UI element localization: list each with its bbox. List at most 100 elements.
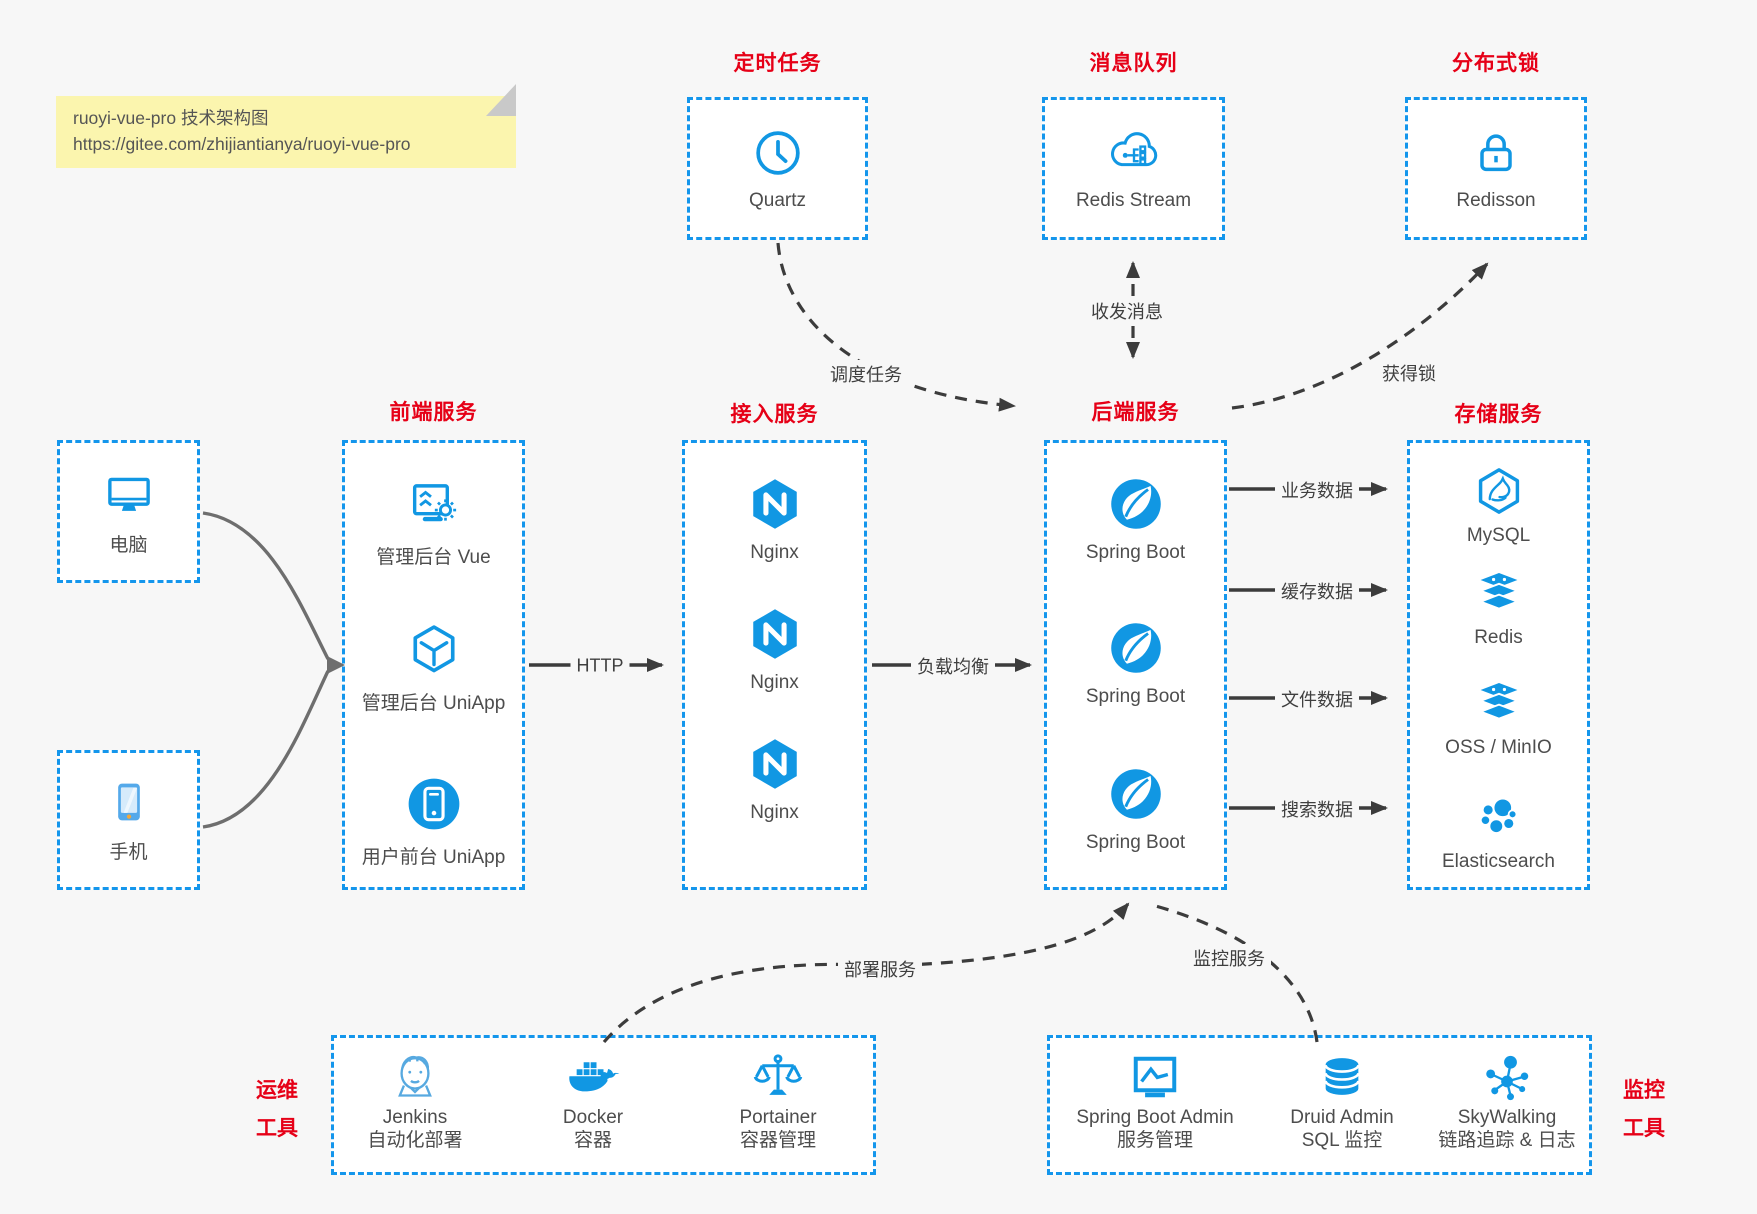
jenkins-icon (398, 1055, 432, 1097)
gateway-node-1: Nginx (685, 475, 864, 564)
edge-label-http: HTTP (570, 654, 630, 678)
frontend-box: 管理后台 Vue 管理后台 UniApp 用户前台 UniApp (342, 440, 525, 890)
edge-label-monitor-service: 监控服务 (1187, 944, 1271, 972)
title-scheduled-job: 定时任务 (733, 52, 822, 75)
edge-label-deploy-service: 部署服务 (838, 955, 922, 983)
edge-label-search-data: 搜索数据 (1275, 795, 1359, 823)
edge-label-acquire-lock: 获得锁 (1376, 359, 1442, 387)
ops-tools-box: Jenkins 自动化部署 Docker 容器 (331, 1035, 876, 1175)
mobile-label: 手机 (109, 842, 148, 863)
portainer-sub-label: 容器管理 (739, 1130, 816, 1151)
note-title: ruoyi-vue-pro 技术架构图 (73, 108, 269, 128)
note-url: https://gitee.com/zhijiantianya/ruoyi-vu… (73, 134, 411, 154)
tool-node-skywalking: SkyWalking 链路追踪 & 日志 (1402, 1050, 1612, 1152)
monitor-title-line1: 监控 (1623, 1079, 1665, 1102)
user-app-icon (408, 778, 459, 830)
tool-node-druid: Druid Admin SQL 监控 (1237, 1050, 1447, 1152)
gateway-node-3: Nginx (685, 735, 864, 824)
spring-admin-icon (1133, 1056, 1177, 1098)
spring-boot-admin-label: Spring Boot Admin (1076, 1107, 1234, 1128)
docker-icon (569, 1062, 620, 1092)
edge-label-message: 收发消息 (1085, 297, 1169, 325)
title-frontend: 前端服务 (389, 401, 478, 424)
monitor-service-arrow (1151, 903, 1319, 1043)
admin-vue-label: 管理后台 Vue (376, 547, 491, 568)
docker-sub-label: 容器 (573, 1130, 612, 1151)
frontend-node-admin-vue: 管理后台 Vue (345, 475, 522, 569)
tool-node-jenkins: Jenkins 自动化部署 (310, 1050, 520, 1152)
portainer-label: Portainer (739, 1107, 817, 1128)
tool-node-docker: Docker 容器 (488, 1050, 698, 1152)
storage-box: MySQL Redis OSS / MinIO (1407, 440, 1590, 890)
spring-boot-label: Spring Boot (1085, 832, 1186, 853)
ops-title-line1: 运维 (256, 1079, 298, 1102)
clock-icon (755, 131, 800, 175)
druid-icon (1324, 1058, 1360, 1095)
gateway-box: Nginx Nginx Nginx (682, 440, 867, 890)
gateway-node-2: Nginx (685, 605, 864, 694)
title-storage: 存储服务 (1454, 403, 1543, 426)
skywalking-icon (1486, 1055, 1529, 1101)
note-fold-corner (486, 84, 516, 116)
pc-client-box: 电脑 (57, 440, 200, 583)
jenkins-label: Jenkins (382, 1107, 448, 1128)
sticky-note: ruoyi-vue-pro 技术架构图 https://gitee.com/zh… (56, 84, 516, 168)
elasticsearch-icon (1479, 797, 1517, 834)
nginx-label: Nginx (750, 542, 799, 563)
mysql-icon (1478, 468, 1519, 514)
monitor-tools-box: Spring Boot Admin 服务管理 Druid Admin SQL 监… (1047, 1035, 1592, 1175)
backend-node-3: Spring Boot (1047, 765, 1224, 854)
admin-uniapp-label: 管理后台 UniApp (361, 693, 506, 714)
skywalking-label: SkyWalking (1457, 1107, 1557, 1128)
title-message-queue: 消息队列 (1089, 52, 1178, 75)
title-distributed-lock: 分布式锁 (1452, 52, 1540, 75)
desktop-icon (107, 477, 150, 511)
storage-node-mysql: MySQL (1410, 465, 1587, 547)
skywalking-sub-label: 链路追踪 & 日志 (1438, 1130, 1576, 1151)
tool-node-spring-boot-admin: Spring Boot Admin 服务管理 (1050, 1050, 1260, 1152)
quartz-box: Quartz (687, 97, 868, 240)
ops-title-line2: 工具 (256, 1117, 298, 1140)
jenkins-sub-label: 自动化部署 (367, 1130, 463, 1151)
spring-boot-label: Spring Boot (1085, 542, 1186, 563)
redis-stream-box: Redis Stream (1042, 97, 1225, 240)
frontend-node-admin-uniapp: 管理后台 UniApp (345, 621, 522, 715)
cloud-network-icon (1110, 132, 1157, 167)
nginx-icon (752, 479, 797, 529)
druid-sub-label: SQL 监控 (1301, 1130, 1383, 1151)
edge-label-cache-data: 缓存数据 (1275, 577, 1359, 605)
acquire-lock-arrow (1231, 262, 1489, 410)
redis-stream-label: Redis Stream (1075, 190, 1192, 211)
uniapp-hexagon-icon (412, 625, 455, 673)
redis-icon (1477, 572, 1520, 610)
oss-icon (1477, 682, 1520, 720)
druid-label: Druid Admin (1290, 1107, 1394, 1128)
edge-label-file-data: 文件数据 (1275, 685, 1359, 713)
quartz-label: Quartz (748, 190, 807, 211)
title-gateway: 接入服务 (730, 403, 819, 426)
spring-boot-label: Spring Boot (1085, 686, 1186, 707)
title-backend: 后端服务 (1091, 401, 1180, 424)
nginx-label: Nginx (750, 672, 799, 693)
edge-label-business-data: 业务数据 (1275, 476, 1359, 504)
solid-arrows (529, 482, 1388, 815)
tool-node-portainer: Portainer 容器管理 (673, 1050, 883, 1152)
monitor-title-line2: 工具 (1623, 1117, 1665, 1140)
oss-minio-label: OSS / MinIO (1445, 737, 1552, 758)
storage-node-elasticsearch: Elasticsearch (1410, 791, 1587, 873)
mobile-client-box: 手机 (57, 750, 200, 890)
nginx-icon (752, 609, 797, 659)
spring-icon (1110, 623, 1161, 673)
title-ops-tools: 运维工具 (243, 1072, 311, 1148)
redisson-label: Redisson (1456, 190, 1536, 211)
spring-icon (1110, 769, 1161, 819)
nginx-label: Nginx (750, 802, 799, 823)
admin-vue-icon (412, 484, 456, 522)
storage-node-oss: OSS / MinIO (1410, 677, 1587, 759)
spring-icon (1110, 479, 1161, 529)
client-to-frontend-arrows (202, 511, 330, 829)
backend-box: Spring Boot Spring Boot Spring Boot (1044, 440, 1227, 890)
edge-label-schedule-task: 调度任务 (824, 360, 908, 388)
title-monitor-tools: 监控工具 (1604, 1072, 1684, 1148)
